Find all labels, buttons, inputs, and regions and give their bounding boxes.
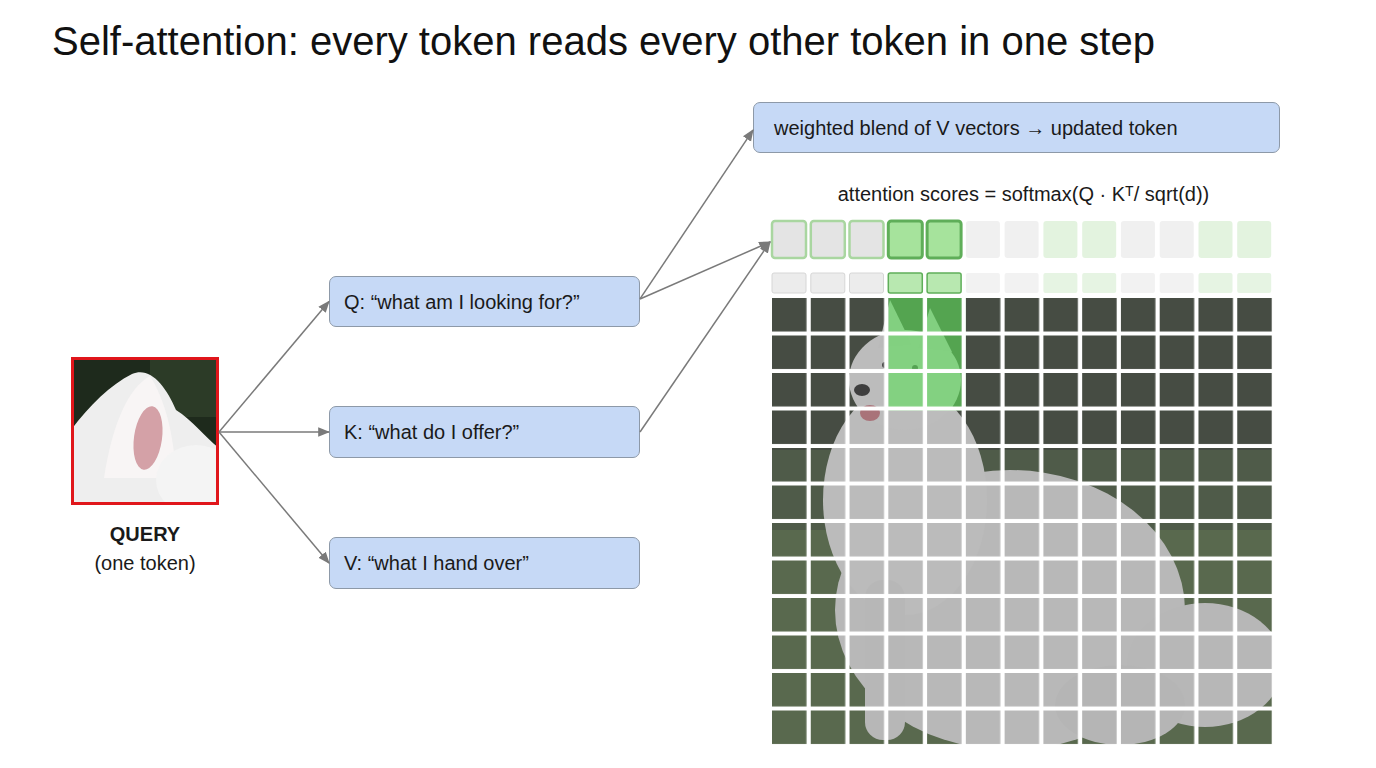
score-cell	[772, 221, 806, 258]
node-label: K: “what do I offer?”	[344, 420, 625, 444]
node-label: attention scores = softmax(Q · Kᵀ/ sqrt(…	[770, 182, 1277, 206]
score-cell	[1237, 221, 1271, 258]
query-frame	[73, 359, 218, 504]
score-bar	[1043, 273, 1077, 293]
node-label: Q: “what am I looking for?”	[344, 290, 625, 314]
node-label: weighted blend of V vectors → updated to…	[774, 116, 1259, 140]
diagram-title: Self-attention: every token reads every …	[52, 18, 1155, 64]
arrow-connector	[640, 130, 753, 299]
score-cell	[1043, 221, 1077, 258]
node-sublabel: (one token)	[71, 549, 219, 578]
score-strip	[772, 221, 1271, 293]
dim-overlay	[772, 298, 1276, 748]
arrow-connector	[640, 242, 770, 432]
query-photo	[71, 357, 219, 505]
query-token: QUERY(one token)	[71, 357, 219, 575]
arrow-connector	[219, 432, 329, 563]
value-vector-box: V: “what I hand over”	[329, 537, 640, 589]
score-row: attention scores = softmax(Q · Kᵀ/ sqrt(…	[770, 182, 1277, 262]
output-box: weighted blend of V vectors → updated to…	[753, 102, 1280, 153]
score-bar	[1237, 273, 1271, 293]
score-cell	[811, 221, 845, 258]
token-grid	[772, 298, 1276, 748]
score-bar	[1082, 273, 1116, 293]
score-cell	[1121, 221, 1155, 258]
photo-background	[772, 298, 1276, 748]
score-bar	[1005, 273, 1039, 293]
score-cell	[888, 221, 922, 258]
score-bar	[1160, 273, 1194, 293]
arrow-connector	[219, 431, 329, 433]
score-cell	[1199, 221, 1233, 258]
node-label: QUERY	[71, 520, 219, 549]
fur	[156, 445, 219, 505]
key-vector-box: K: “what do I offer?”	[329, 406, 640, 458]
score-bar	[1199, 273, 1233, 293]
score-cell	[966, 221, 1000, 258]
score-bar	[927, 273, 961, 293]
query-vector-box: Q: “what am I looking for?”	[329, 276, 640, 327]
score-cell	[1160, 221, 1194, 258]
score-bar	[850, 273, 884, 293]
arrow-connector	[640, 242, 770, 299]
score-cell	[927, 221, 961, 258]
inner-ear	[130, 404, 167, 471]
score-cell	[850, 221, 884, 258]
score-cell	[1005, 221, 1039, 258]
grid-gaps	[772, 298, 1276, 748]
node-label: V: “what I hand over”	[344, 551, 625, 575]
score-bar	[772, 273, 806, 293]
score-cell	[1082, 221, 1116, 258]
score-bar	[966, 273, 1000, 293]
score-bar	[1121, 273, 1155, 293]
arrow-connector	[219, 302, 329, 432]
score-bar	[888, 273, 922, 293]
score-bar	[811, 273, 845, 293]
